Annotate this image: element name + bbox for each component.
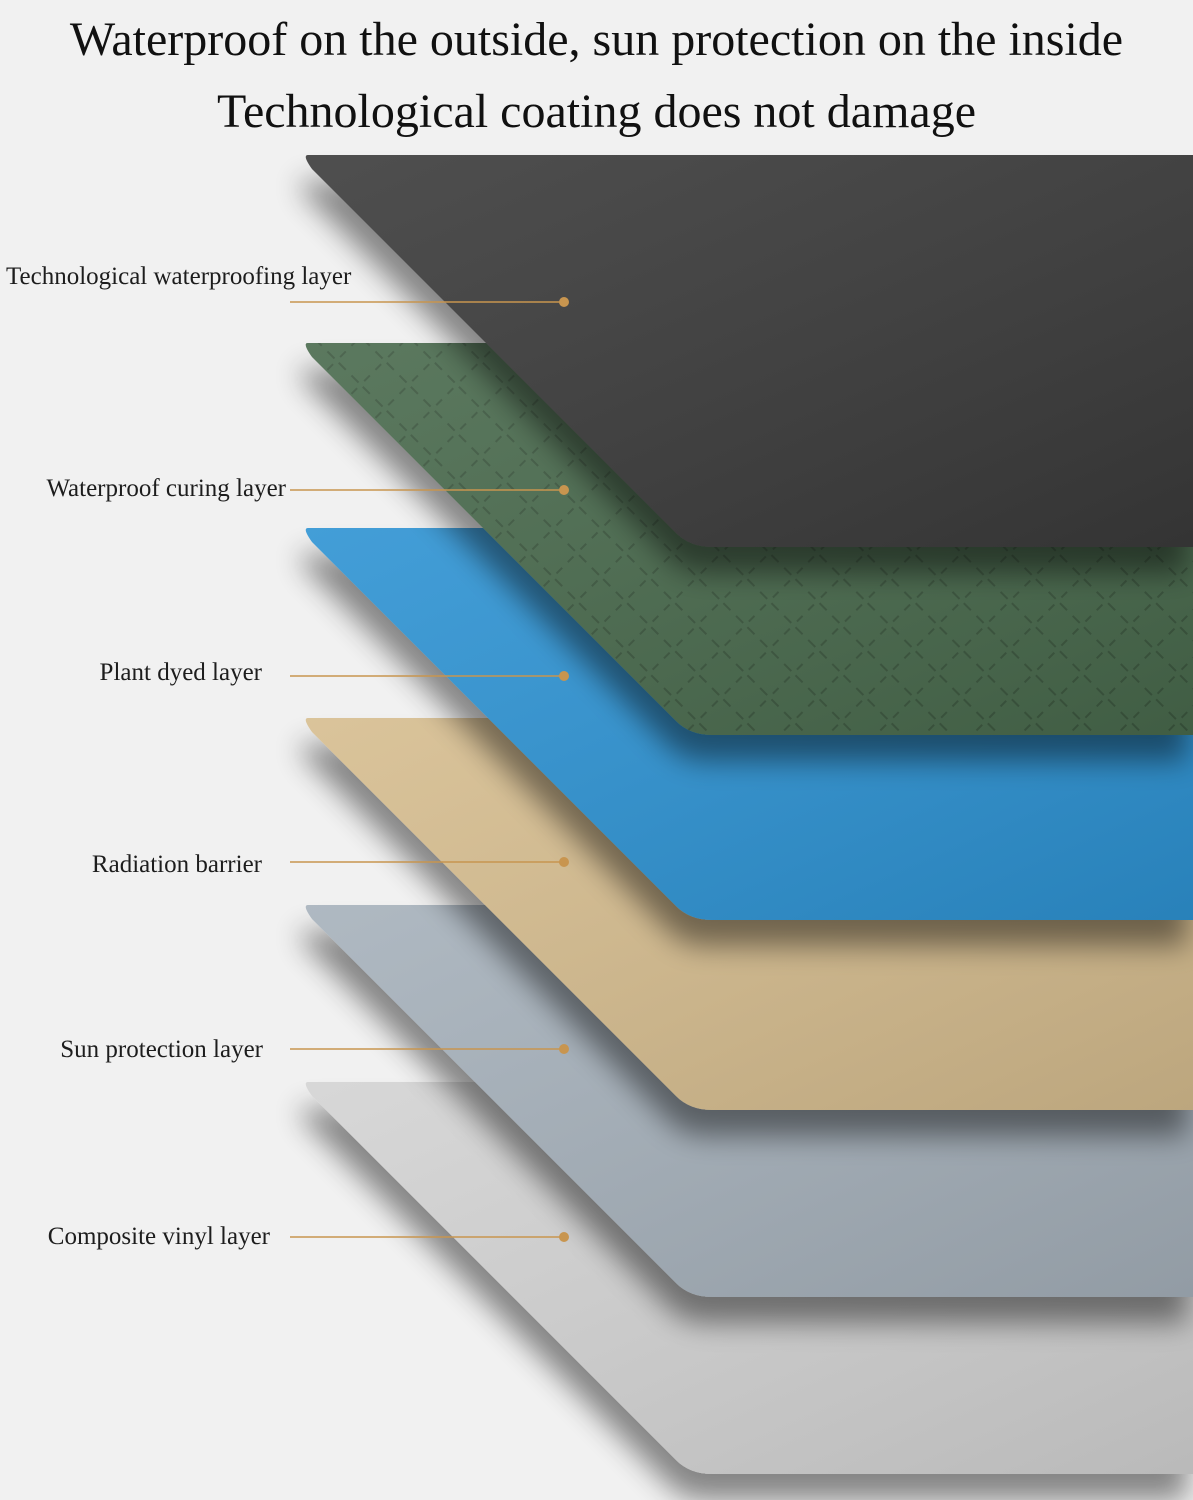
label-technological-waterproofing-layer: Technological waterproofing layer [6,263,352,290]
leader-dot-plant-dyed [559,671,569,681]
label-sun-protection-layer: Sun protection layer [60,1036,263,1063]
leader-dot-radiation [559,857,569,867]
sheet-sheen-waterproofing [305,155,1193,547]
label-waterproof-curing-layer: Waterproof curing layer [46,475,286,502]
leader-dot-sun-protection [559,1044,569,1054]
leader-dot-curing [559,485,569,495]
label-composite-vinyl-layer: Composite vinyl layer [47,1223,270,1250]
leader-dot-waterproofing [559,297,569,307]
headline-line-1: Waterproof on the outside, sun protectio… [69,13,1124,66]
sheets [305,155,1193,1474]
headline-line-2: Technological coating does not damage [216,85,977,138]
label-radiation-barrier: Radiation barrier [91,851,262,878]
label-plant-dyed-layer: Plant dyed layer [99,659,262,686]
leader-dot-composite-vinyl [559,1232,569,1242]
leader-lines [290,297,569,1242]
